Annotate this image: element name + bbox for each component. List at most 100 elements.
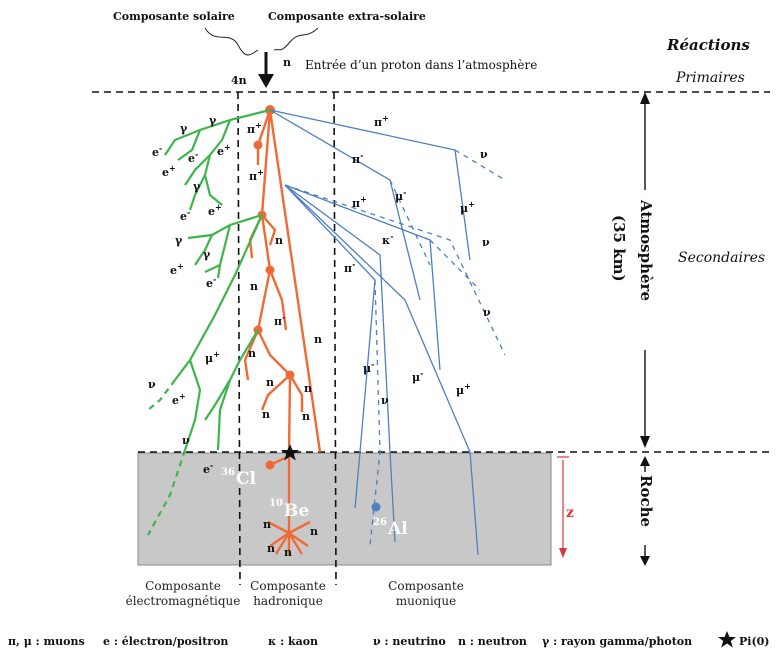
svg-text:n: n (275, 234, 283, 247)
svg-text:γ: γ (203, 248, 211, 261)
z-depth-arrow (557, 456, 569, 558)
svg-text:e-: e- (203, 460, 213, 476)
svg-text:π-: π- (274, 312, 285, 328)
svg-text:e+: e+ (172, 391, 186, 407)
pi0-star (281, 444, 299, 461)
svg-text:μ-: μ- (412, 368, 423, 384)
solar-component-wiggle (204, 27, 259, 56)
svg-text:n: n (304, 382, 312, 395)
svg-text:ν: ν (182, 434, 190, 447)
svg-text:n: n (314, 333, 322, 346)
svg-text:n: n (266, 376, 274, 389)
svg-text:e-: e- (188, 149, 198, 165)
electromagnetic-cascade (147, 108, 271, 536)
svg-text:π-: π- (344, 259, 355, 275)
svg-text:n: n (262, 408, 270, 421)
muonic-component-label-1: Composante (388, 579, 464, 593)
proton-entry-label: Entrée d’un proton dans l’atmosphère (305, 58, 537, 72)
roche-label: Roche (637, 475, 655, 527)
svg-text:n: n (267, 542, 275, 555)
n-top-label: n (283, 56, 291, 69)
rock-arrow (640, 456, 650, 566)
svg-text:μ-: μ- (363, 359, 374, 375)
svg-text:e-: e- (206, 274, 216, 290)
svg-text:Al: Al (387, 519, 408, 539)
svg-text:n: n (263, 518, 271, 531)
reactions-heading: Réactions (666, 36, 750, 54)
muonic-component-label-2: muonique (396, 594, 456, 608)
legend: π, μ : muons e : électron/positron κ : k… (8, 631, 770, 648)
svg-text:ν: ν (148, 378, 156, 391)
hadronic-cascade (243, 105, 322, 555)
svg-text:n: n (302, 410, 310, 423)
svg-text:μ+: μ+ (456, 381, 471, 397)
svg-text:Pi(0): Pi(0) (739, 635, 770, 648)
em-component-label-2: électromagnétique (126, 594, 241, 608)
svg-text:n: n (250, 280, 258, 293)
nuclide-al26: 26 Al (373, 517, 408, 539)
svg-text:e-: e- (180, 207, 190, 223)
svg-text:n: n (284, 546, 292, 559)
svg-text:π+: π+ (374, 113, 389, 129)
atmosphere-arrow (640, 92, 650, 448)
separator-em-hadronic (237, 91, 241, 586)
em-component-label-1: Composante (145, 579, 221, 593)
hadronic-particle-labels: π+ π+ n n π- n n n n n n n n n n (247, 120, 322, 559)
svg-text:e+: e+ (208, 202, 222, 218)
svg-text:e+: e+ (162, 163, 176, 179)
svg-text:36: 36 (221, 467, 235, 478)
svg-text:κ-: κ- (382, 231, 394, 247)
rock-layer (137, 452, 552, 566)
nuclide-be10: 10 Be (269, 498, 309, 521)
svg-text:e+: e+ (217, 142, 231, 158)
svg-text:e+: e+ (170, 261, 184, 277)
svg-text:γ: γ (180, 122, 188, 135)
svg-text:μ-: μ- (395, 187, 406, 203)
svg-text:π, μ : muons: π, μ : muons (8, 635, 85, 648)
svg-text:κ : kaon: κ : kaon (268, 635, 318, 648)
svg-text:π-: π- (352, 150, 363, 166)
svg-text:26: 26 (373, 517, 387, 528)
svg-text:π+: π+ (249, 167, 264, 183)
altitude-label: (35 km) (610, 215, 628, 282)
solar-component-label: Composante solaire (113, 10, 235, 23)
four-n-label: 4n (231, 74, 247, 87)
svg-text:γ: γ (193, 180, 201, 193)
svg-text:e-: e- (152, 143, 162, 159)
svg-text:e : électron/positron: e : électron/positron (103, 635, 228, 648)
svg-text:μ+: μ+ (460, 199, 475, 215)
extra-solar-component-wiggle (273, 27, 319, 51)
separator-hadronic-muonic (333, 91, 337, 586)
muonic-particle-labels: π+ ν π- μ- μ+ π+ κ- ν π- ν μ- μ- ν μ+ (344, 113, 491, 407)
svg-text:ν: ν (483, 306, 491, 319)
muonic-cascade (269, 109, 506, 556)
svg-text:γ: γ (209, 114, 217, 127)
atmosphere-label: Atmosphère (637, 199, 655, 301)
hadronic-component-label-1: Composante (250, 579, 326, 593)
svg-text:ν: ν (482, 236, 490, 249)
legend-star-icon (718, 631, 736, 648)
svg-text:γ : rayon gamma/photon: γ : rayon gamma/photon (542, 635, 692, 648)
svg-text:ν: ν (480, 148, 488, 161)
svg-text:n : neutron: n : neutron (458, 635, 527, 648)
z-label: z (566, 505, 574, 521)
svg-text:n: n (310, 525, 318, 538)
svg-text:10: 10 (269, 498, 283, 509)
svg-text:π+: π+ (352, 194, 367, 210)
primaires-label: Primaires (675, 70, 745, 86)
svg-text:γ: γ (175, 234, 183, 247)
extra-solar-component-label: Composante extra-solaire (268, 10, 426, 23)
em-particle-labels: γ γ e- e- e+ e+ γ e- e+ γ γ e+ e- μ+ ν e… (148, 114, 231, 476)
svg-text:π+: π+ (247, 120, 262, 136)
secondaires-label: Secondaires (678, 250, 765, 266)
svg-text:n: n (248, 347, 256, 360)
svg-text:μ+: μ+ (205, 349, 220, 365)
incoming-proton-arrowhead (258, 74, 274, 88)
svg-text:Cl: Cl (236, 469, 257, 489)
svg-text:ν : neutrino: ν : neutrino (373, 635, 446, 648)
nuclide-cl36: 36 Cl (221, 467, 257, 489)
svg-text:Be: Be (284, 501, 309, 521)
hadronic-component-label-2: hadronique (253, 594, 323, 608)
svg-text:ν: ν (381, 394, 389, 407)
